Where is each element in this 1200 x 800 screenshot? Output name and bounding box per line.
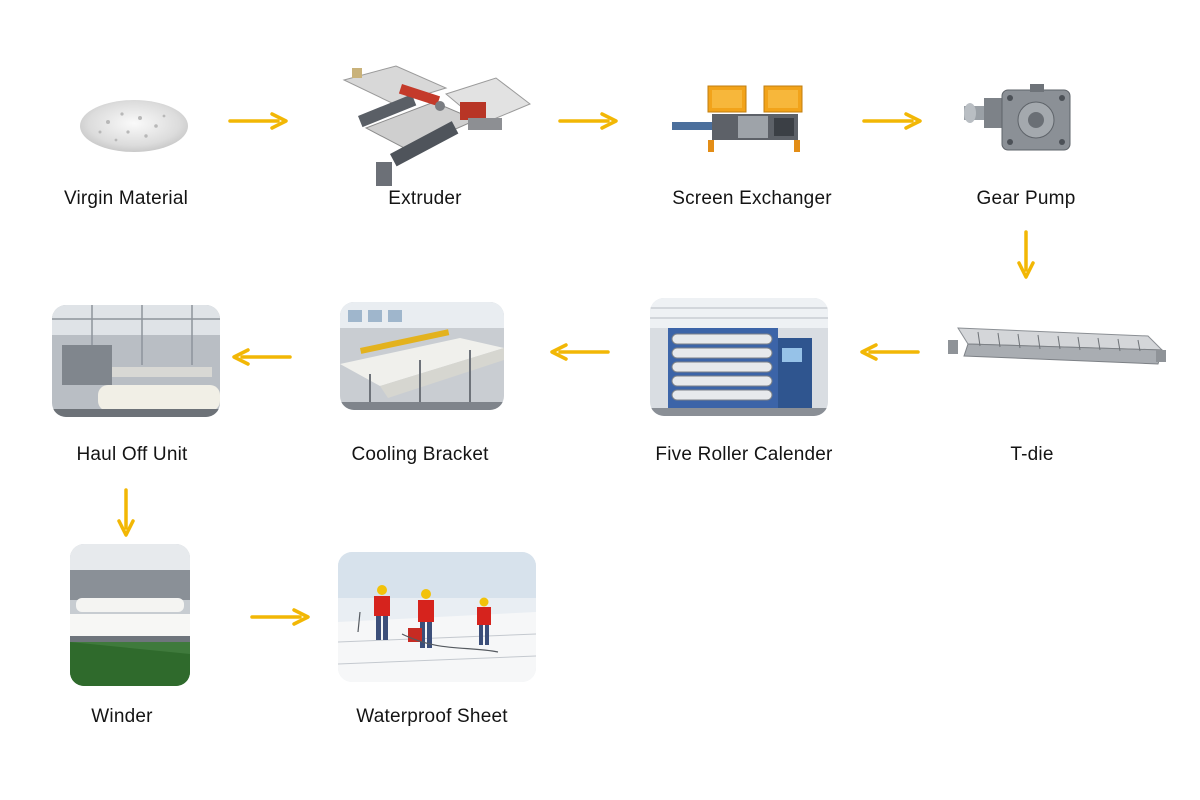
step-label-t-die: T-die — [1010, 444, 1054, 465]
arrow-right-icon — [228, 112, 290, 135]
step-label-waterproof-sheet: Waterproof Sheet — [356, 706, 508, 727]
arrow-left-icon — [230, 348, 292, 371]
step-label-extruder: Extruder — [388, 188, 462, 209]
arrow-left-icon — [548, 343, 610, 366]
arrow-down-icon — [1017, 230, 1035, 285]
step-label-five-roller-calender: Five Roller Calender — [655, 444, 833, 465]
step-label-winder: Winder — [91, 706, 153, 727]
cooling-bracket-image — [340, 302, 504, 410]
winder-image — [70, 544, 190, 686]
step-label-virgin-material: Virgin Material — [63, 188, 189, 209]
arrow-left-icon — [858, 343, 920, 366]
virgin-material-image — [78, 92, 190, 154]
t-die-image — [948, 320, 1166, 374]
arrow-right-icon — [558, 112, 620, 135]
step-label-cooling-bracket: Cooling Bracket — [351, 444, 489, 465]
five-roller-calender-image — [650, 298, 828, 416]
step-label-screen-exchanger: Screen Exchanger — [672, 188, 832, 209]
arrow-right-icon — [862, 112, 924, 135]
step-label-gear-pump: Gear Pump — [976, 188, 1076, 209]
haul-off-unit-image — [52, 305, 220, 417]
arrow-down-icon — [117, 488, 135, 543]
arrow-right-icon — [250, 608, 312, 631]
step-label-haul-off-unit: Haul Off Unit — [76, 444, 188, 465]
waterproof-sheet-image — [338, 552, 536, 682]
screen-exchanger-image — [668, 82, 808, 154]
extruder-image — [336, 58, 532, 192]
gear-pump-image — [960, 84, 1078, 156]
